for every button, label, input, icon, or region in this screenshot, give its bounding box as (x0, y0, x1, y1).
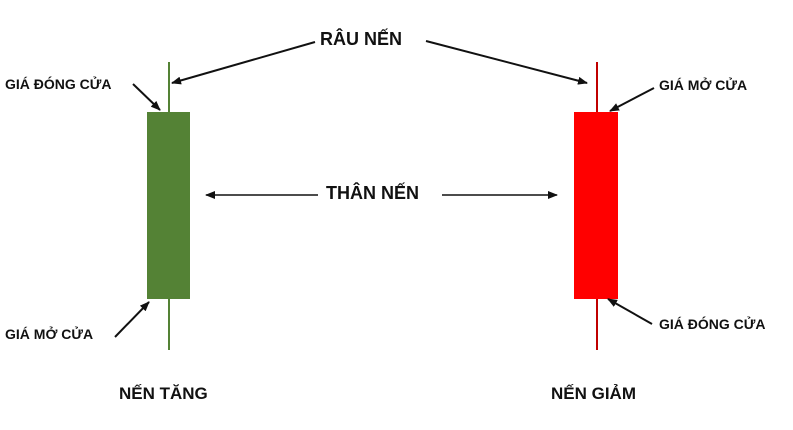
bear-open-arrow (609, 87, 655, 112)
bearish-candle-name: NẾN GIẢM (551, 384, 636, 403)
wick-arrow-left (171, 41, 316, 85)
body-label: THÂN NẾN (326, 183, 419, 203)
bearish-bottom-label: GIÁ ĐÓNG CỬA (659, 316, 766, 332)
bullish-bottom-label: GIÁ MỞ CỬA (5, 326, 94, 342)
bullish-top-label: GIÁ ĐÓNG CỬA (5, 76, 112, 92)
bullish-body (147, 112, 190, 299)
bull-close-arrow (132, 83, 161, 111)
bullish-candle-name: NẾN TĂNG (119, 384, 208, 403)
wick-arrow-right (425, 40, 588, 85)
bear-close-arrow (607, 298, 653, 325)
bearish-body (574, 112, 618, 299)
wick-label: RÂU NẾN (320, 29, 403, 49)
bull-open-arrow (114, 301, 150, 338)
bearish-top-label: GIÁ MỞ CỬA (659, 77, 748, 93)
